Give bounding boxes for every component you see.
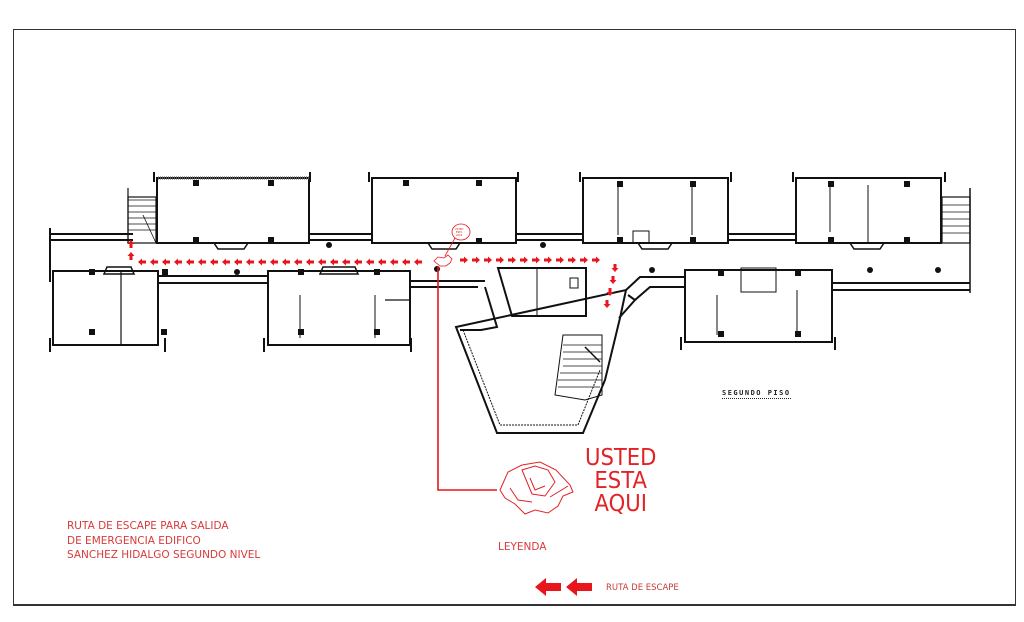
caption-line-1: RUTA DE ESCAPE PARA SALIDA xyxy=(67,520,229,532)
you-are-here-legend-icon xyxy=(499,461,574,515)
legend-route-arrows xyxy=(535,578,592,596)
caption-line-2: DE EMERGENCIA EDIFICO xyxy=(67,534,201,547)
svg-text:ESTA: ESTA xyxy=(456,230,462,234)
svg-text:USTED: USTED xyxy=(455,227,464,231)
callout-text: USTED ESTA AQUI xyxy=(455,227,464,237)
you-here-line-1: USTED xyxy=(584,445,657,471)
map-frame xyxy=(13,29,1016,606)
building-walls xyxy=(49,172,971,434)
you-are-here-marker xyxy=(433,223,471,267)
caption-line-3: SANCHEZ HIDALGO SEGUNDO NIVEL xyxy=(67,549,261,561)
escape-route xyxy=(127,240,619,308)
you-here-line-3: AQUI xyxy=(594,491,647,517)
svg-text:AQUI: AQUI xyxy=(456,233,462,237)
legend-title: LEYENDA xyxy=(498,541,547,553)
corridor-fixtures xyxy=(102,230,886,275)
map-caption: RUTA DE ESCAPE PARA SALIDA DE EMERGENCIA… xyxy=(67,519,260,563)
floor-label: SEGUNDO PISO xyxy=(722,389,791,399)
you-here-line-2: ESTA xyxy=(594,468,647,494)
arrow-left-icon xyxy=(535,578,561,596)
you-are-here-label: USTED ESTA AQUI xyxy=(583,447,658,516)
arrow-left-icon xyxy=(566,578,592,596)
leader-line xyxy=(437,266,497,491)
legend-route-label: RUTA DE ESCAPE xyxy=(606,583,679,593)
columns xyxy=(89,180,941,337)
